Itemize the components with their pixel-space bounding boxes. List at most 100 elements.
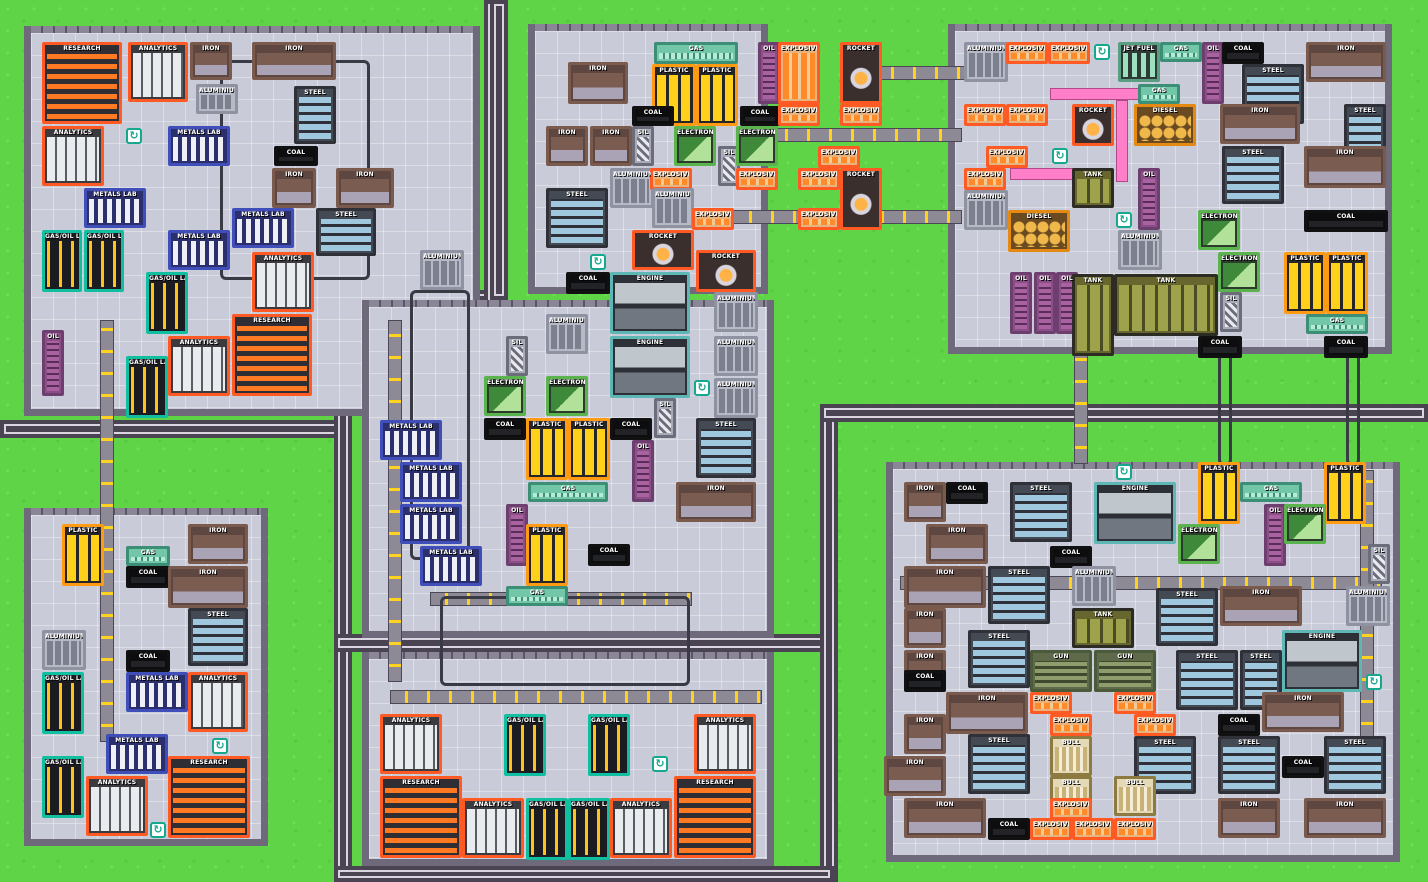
- building-research[interactable]: RESEARCH: [168, 756, 250, 838]
- building-engine[interactable]: ENGINE: [610, 336, 690, 398]
- building-gas[interactable]: GAS: [1306, 314, 1368, 334]
- building-coal[interactable]: COAL: [126, 566, 170, 588]
- building-iron[interactable]: IRON: [1304, 146, 1386, 188]
- building-steel[interactable]: STEEL: [1218, 736, 1280, 794]
- building-jet-fuel[interactable]: JET FUEL: [1118, 42, 1160, 82]
- building-oil[interactable]: OIL: [1202, 42, 1224, 104]
- building-aluminium[interactable]: ALUMINIUM: [964, 190, 1008, 230]
- building-explosives[interactable]: EXPLOSIVES: [736, 168, 778, 190]
- building-plastic[interactable]: PLASTIC: [696, 64, 738, 126]
- building-iron[interactable]: IRON: [590, 126, 632, 166]
- building-explosives[interactable]: EXPLOSIVES: [964, 104, 1006, 126]
- building-gas-oil-lab[interactable]: GAS/OIL LAB: [146, 272, 188, 334]
- building-explosives[interactable]: EXPLOSIVES: [1114, 818, 1156, 840]
- building-diesel[interactable]: DIESEL: [1134, 104, 1196, 146]
- building-plastic[interactable]: PLASTIC: [568, 418, 610, 480]
- building-oil[interactable]: OIL: [632, 440, 654, 502]
- building-engine[interactable]: ENGINE: [1094, 482, 1176, 544]
- building-aluminium[interactable]: ALUMINIUM: [714, 292, 758, 332]
- building-oil[interactable]: OIL: [1010, 272, 1032, 334]
- building-steel[interactable]: STEEL: [1222, 146, 1284, 204]
- building-plastic[interactable]: PLASTIC: [1324, 462, 1366, 524]
- building-gas-oil-lab[interactable]: GAS/OIL LAB: [588, 714, 630, 776]
- building-research[interactable]: RESEARCH: [42, 42, 122, 124]
- building-iron[interactable]: IRON: [546, 126, 588, 166]
- building-iron[interactable]: IRON: [336, 168, 394, 208]
- building-explosives[interactable]: EXPLOSIVES: [964, 168, 1006, 190]
- building-explosives[interactable]: EXPLOSIVES: [692, 208, 734, 230]
- building-coal[interactable]: COAL: [1222, 42, 1264, 64]
- building-steel[interactable]: STEEL: [1156, 588, 1218, 646]
- building-tank[interactable]: TANK: [1072, 274, 1114, 356]
- building-steel[interactable]: STEEL: [1176, 650, 1238, 710]
- building-steel[interactable]: STEEL: [546, 188, 608, 248]
- building-gas-oil-lab[interactable]: GAS/OIL LAB: [526, 798, 568, 860]
- building-iron[interactable]: IRON: [1218, 798, 1280, 838]
- building-rocket[interactable]: ROCKET: [840, 42, 882, 104]
- building-coal[interactable]: COAL: [1282, 756, 1324, 778]
- building-explosives[interactable]: EXPLOSIVES: [1006, 42, 1048, 64]
- building-steel[interactable]: STEEL: [188, 608, 248, 666]
- building-coal[interactable]: COAL: [1050, 546, 1092, 568]
- building-explosives[interactable]: EXPLOSIVES: [986, 146, 1028, 168]
- building-iron[interactable]: IRON: [904, 566, 986, 608]
- building-rocket[interactable]: ROCKET: [840, 168, 882, 230]
- building-aluminium[interactable]: ALUMINIUM: [196, 84, 238, 114]
- building-coal[interactable]: COAL: [946, 482, 988, 504]
- building-coal[interactable]: COAL: [1324, 336, 1368, 358]
- building-iron[interactable]: IRON: [946, 692, 1028, 734]
- building-explosives[interactable]: EXPLOSIVES: [818, 146, 860, 168]
- building-explosives[interactable]: EXPLOSIVES: [650, 168, 692, 190]
- building-steel[interactable]: STEEL: [1324, 736, 1386, 794]
- building-coal[interactable]: COAL: [740, 106, 780, 126]
- building-aluminium[interactable]: ALUMINIUM: [714, 336, 758, 376]
- building-tank[interactable]: TANK: [1114, 274, 1218, 336]
- building-iron[interactable]: IRON: [926, 524, 988, 564]
- building-iron[interactable]: IRON: [1220, 586, 1302, 626]
- building-rocket[interactable]: ROCKET: [632, 230, 694, 270]
- building-aluminium[interactable]: ALUMINIUM: [1346, 586, 1390, 626]
- building-electronic[interactable]: ELECTRONIC: [546, 376, 588, 416]
- building-gas[interactable]: GAS: [126, 546, 170, 566]
- building-research[interactable]: RESEARCH: [674, 776, 756, 858]
- building-coal[interactable]: COAL: [1304, 210, 1388, 232]
- building-aluminium[interactable]: ALUMINIUM: [610, 168, 654, 208]
- building-explosives[interactable]: EXPLOSIVES: [1050, 714, 1092, 736]
- building-explosives[interactable]: EXPLOSIVES: [1030, 692, 1072, 714]
- building-metals-lab[interactable]: METALS LAB: [232, 208, 294, 248]
- building-coal[interactable]: COAL: [588, 544, 630, 566]
- building-iron[interactable]: IRON: [1262, 692, 1344, 732]
- building-sil[interactable]: SIL: [1368, 544, 1390, 584]
- building-analytics[interactable]: ANALYTICS: [252, 252, 314, 312]
- building-tank[interactable]: TANK: [1072, 608, 1134, 648]
- building-aluminium[interactable]: ALUMINIUM: [42, 630, 86, 670]
- building-iron[interactable]: IRON: [1220, 104, 1300, 144]
- building-diesel[interactable]: DIESEL: [1008, 210, 1070, 252]
- building-explosives[interactable]: EXPLOSIVES: [1030, 818, 1072, 840]
- building-oil[interactable]: OIL: [1034, 272, 1056, 334]
- building-gas-oil-lab[interactable]: GAS/OIL LAB: [504, 714, 546, 776]
- building-aluminium[interactable]: ALUMINIUM: [1072, 566, 1116, 606]
- building-sil[interactable]: SIL: [632, 126, 654, 166]
- building-steel[interactable]: STEEL: [294, 86, 336, 144]
- building-iron[interactable]: IRON: [188, 524, 248, 564]
- building-iron[interactable]: IRON: [1306, 42, 1386, 82]
- building-gas[interactable]: GAS: [654, 42, 738, 64]
- building-analytics[interactable]: ANALYTICS: [462, 798, 524, 858]
- building-explosives[interactable]: EXPLOSIVES: [778, 104, 820, 126]
- building-explosives[interactable]: EXPLOSIVES: [798, 168, 840, 190]
- building-coal[interactable]: COAL: [126, 650, 170, 672]
- building-engine[interactable]: ENGINE: [1282, 630, 1362, 692]
- building-analytics[interactable]: ANALYTICS: [128, 42, 188, 102]
- building-engine[interactable]: ENGINE: [610, 272, 690, 334]
- building-gun[interactable]: GUN: [1030, 650, 1092, 692]
- building-analytics[interactable]: ANALYTICS: [694, 714, 756, 774]
- building-oil[interactable]: OIL: [1264, 504, 1286, 566]
- building-rocket[interactable]: ROCKET: [1072, 104, 1114, 146]
- building-gas[interactable]: GAS: [1160, 42, 1202, 62]
- building-gas-oil-lab[interactable]: GAS/OIL LAB: [42, 756, 84, 818]
- building-gas-oil-lab[interactable]: GAS/OIL LAB: [42, 672, 84, 734]
- building-explosives[interactable]: EXPLOSIVES: [1006, 104, 1048, 126]
- building-coal[interactable]: COAL: [988, 818, 1030, 840]
- building-metals-lab[interactable]: METALS LAB: [400, 504, 462, 544]
